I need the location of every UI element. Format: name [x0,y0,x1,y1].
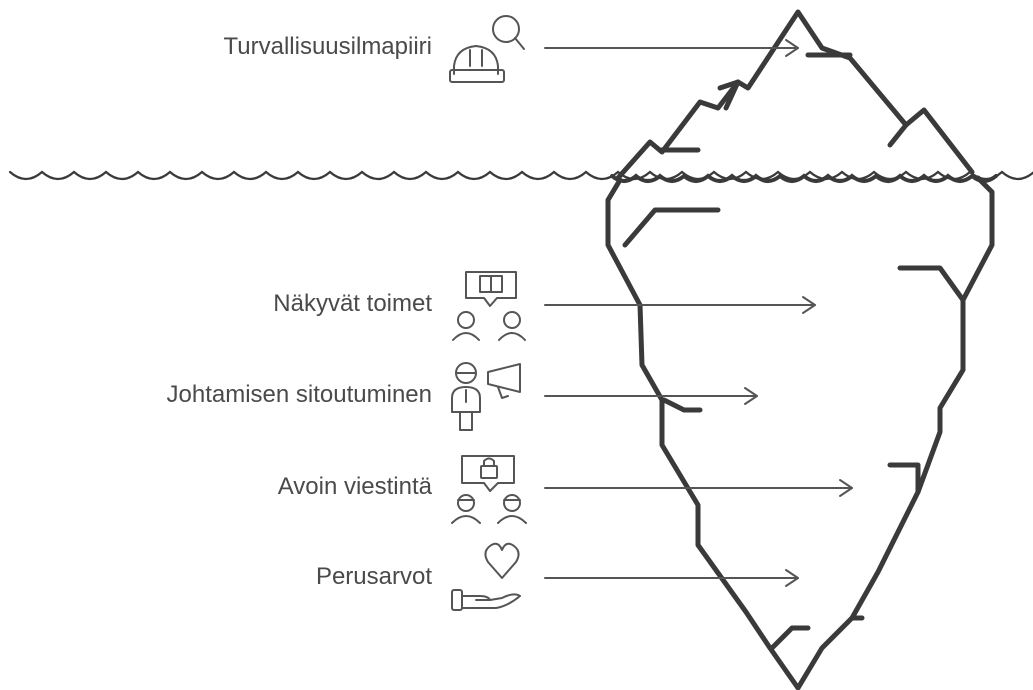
arrow-visible-actions [544,296,816,314]
water-line [8,170,1033,181]
water-line-bold [610,173,998,183]
hardhat-search-icon [449,15,525,83]
label-visible-actions: Näkyvät toimet [273,290,432,317]
label-open-communication: Avoin viestintä [277,473,432,500]
iceberg-body [605,175,995,690]
arrows [544,39,853,587]
label-core-values: Perusarvot [315,563,432,590]
arrow-leadership [544,387,758,405]
iceberg-tip [615,9,975,181]
book-people-icon [452,271,526,341]
label-top: Turvallisuusilmapiiri [223,33,433,60]
arrow-open-communication [544,479,853,497]
arrow-core-values [544,569,799,587]
leader-megaphone-icon [451,362,521,431]
label-leadership: Johtamisen sitoutuminen [166,381,432,408]
lock-people-icon [451,455,527,524]
arrow-top [544,39,799,57]
heart-hand-icon [451,542,521,611]
